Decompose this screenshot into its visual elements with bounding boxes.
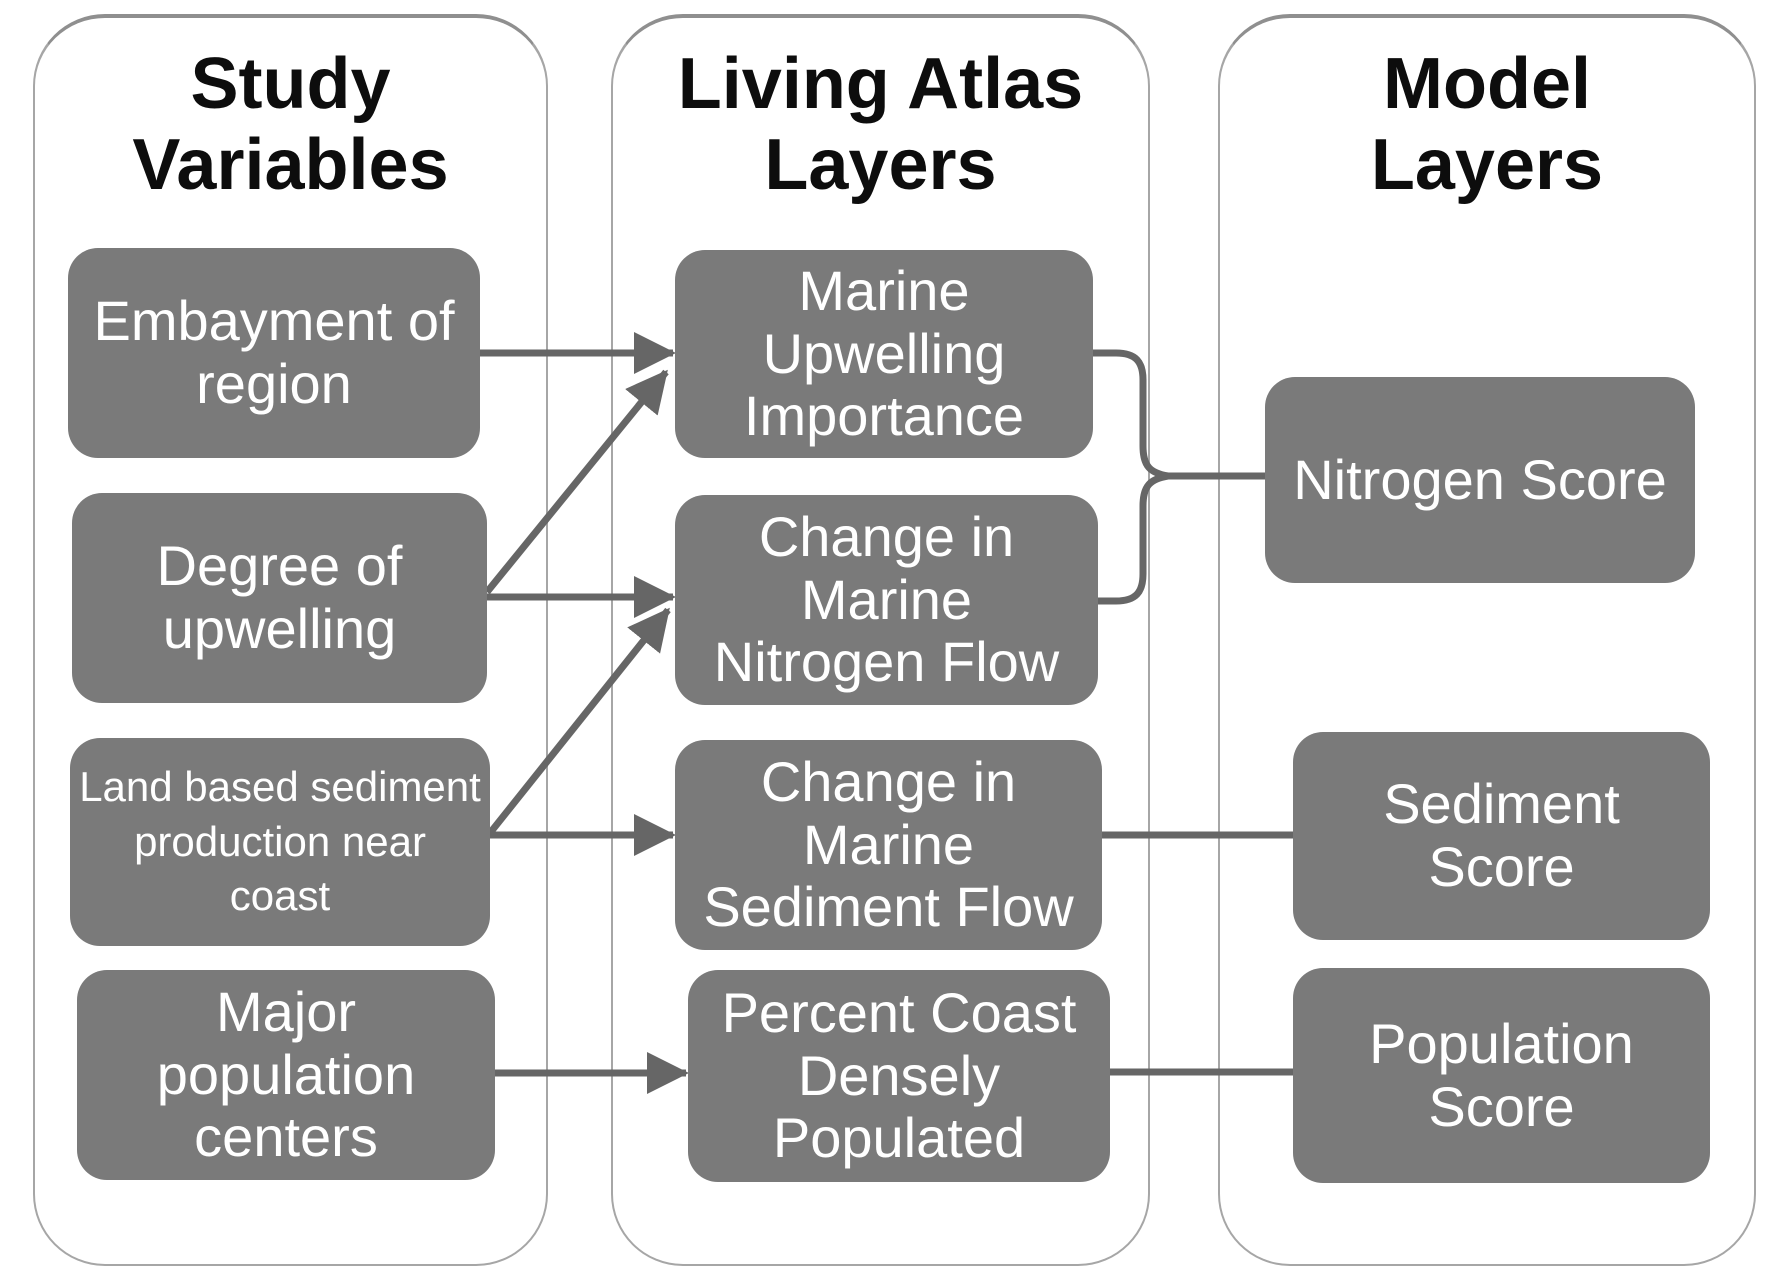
container-living-atlas-layers xyxy=(611,14,1150,1266)
arrow-land-sediment-to-nitrogen-flow xyxy=(487,607,671,836)
merge-line-nitrogen-flow-to-nitrogen-score xyxy=(1098,472,1169,605)
node-nitrogen-score: Nitrogen Score xyxy=(1265,377,1695,583)
arrow-degree-to-marine-upwelling xyxy=(484,369,669,595)
container-study-variables xyxy=(33,14,548,1266)
container-model-layers xyxy=(1218,14,1756,1266)
merge-line-marine-upwelling-to-nitrogen-score xyxy=(1093,349,1169,480)
